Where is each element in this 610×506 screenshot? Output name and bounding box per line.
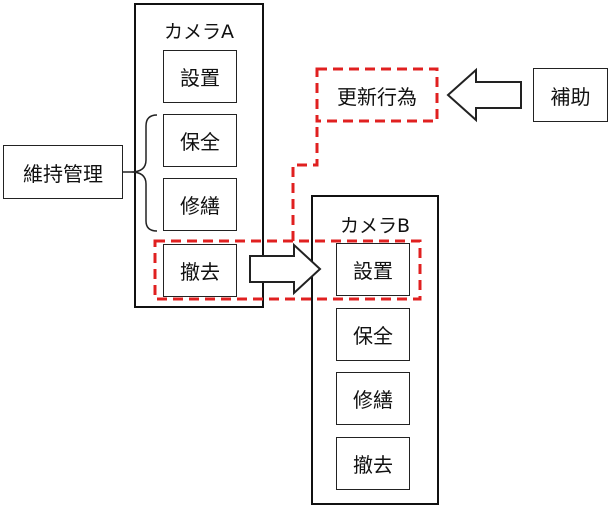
update-act-dashed-connector	[291, 121, 319, 241]
camera-b-title: カメラB	[339, 215, 411, 237]
camera-b-container: カメラB	[311, 195, 439, 505]
camera-a-title: カメラA	[164, 21, 234, 43]
camera-b-install-box: 設置	[336, 243, 410, 296]
maintenance-label-box: 維持管理	[3, 145, 123, 199]
camera-b-repair-box: 修繕	[336, 372, 410, 425]
transfer-block-arrow	[249, 242, 322, 296]
subsidy-box: 補助	[533, 68, 608, 122]
update-act-dashed-box	[315, 67, 439, 123]
camera-a-repair-box: 修繕	[163, 178, 237, 231]
camera-b-maintain-box: 保全	[336, 308, 410, 361]
subsidy-block-arrow	[446, 67, 522, 123]
camera-a-maintain-box: 保全	[163, 114, 237, 167]
removal-install-dashed-highlight	[153, 239, 422, 301]
update-act-label: 更新行為	[337, 84, 417, 109]
camera-a-remove-box: 撤去	[163, 244, 237, 297]
camera-b-remove-box: 撤去	[336, 437, 410, 490]
camera-a-container: カメラA	[134, 3, 264, 308]
maintenance-brace	[130, 114, 158, 232]
camera-a-install-box: 設置	[163, 50, 237, 103]
